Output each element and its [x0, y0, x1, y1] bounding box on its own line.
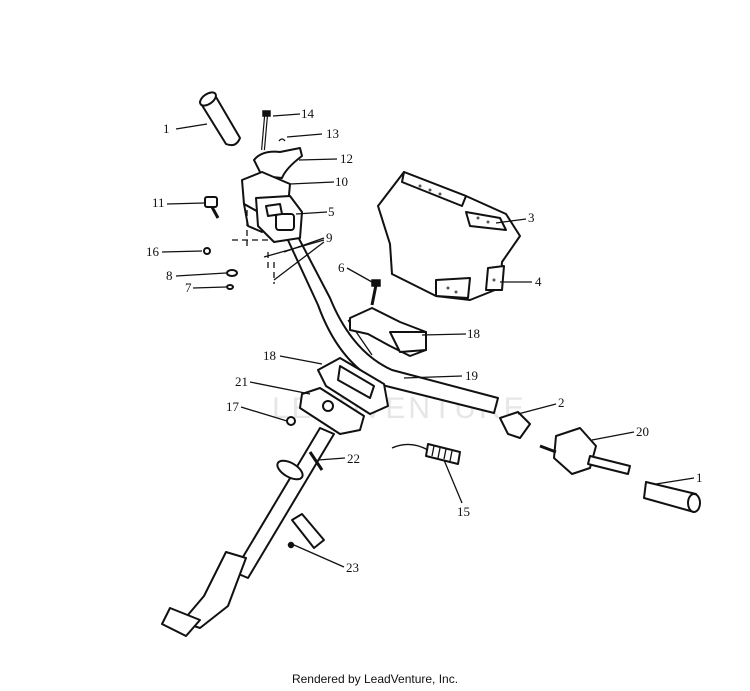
mount-plate — [299, 387, 365, 435]
callout-23: 23 — [346, 560, 359, 575]
clamp-lower — [317, 357, 389, 415]
leader-lines — [161, 113, 695, 568]
right-grip — [643, 481, 701, 513]
left-grip — [199, 91, 241, 147]
callout-12: 12 — [340, 151, 353, 166]
callout-7: 7 — [185, 280, 192, 295]
callout-2: 2 — [558, 395, 565, 410]
sleeve-23 — [287, 513, 325, 549]
callout-11: 11 — [152, 195, 165, 210]
callout-9: 9 — [326, 230, 333, 245]
callout-1-right: 1 — [696, 470, 703, 485]
clamp-upper — [349, 307, 427, 357]
clip-7 — [226, 284, 234, 290]
footer-credit: Rendered by LeadVenture, Inc. — [291, 672, 459, 686]
callout-8: 8 — [166, 268, 173, 283]
callout-21: 21 — [235, 374, 248, 389]
steering-column — [161, 427, 335, 637]
engine-cover — [377, 171, 521, 301]
spring-15 — [391, 443, 461, 465]
assembly-line — [232, 210, 275, 284]
callout-19: 19 — [465, 368, 478, 383]
pin-22 — [308, 451, 324, 471]
callout-5: 5 — [328, 204, 335, 219]
callout-6: 6 — [338, 260, 345, 275]
callout-14: 14 — [301, 106, 315, 121]
pin-14 — [261, 110, 271, 151]
control-housing — [241, 171, 303, 243]
callout-1-left: 1 — [163, 121, 170, 136]
callout-labels: 1 14 13 12 10 11 5 3 9 16 6 4 8 7 18 18 … — [146, 106, 703, 575]
callout-18-right: 18 — [467, 326, 480, 341]
callout-4: 4 — [535, 274, 542, 289]
clip-13 — [278, 138, 286, 142]
bolt-6 — [370, 279, 381, 306]
callout-15: 15 — [457, 504, 470, 519]
fastener-11 — [204, 196, 220, 219]
callout-17: 17 — [226, 399, 240, 414]
callout-18-left: 18 — [263, 348, 276, 363]
callout-20: 20 — [636, 424, 649, 439]
callout-13: 13 — [326, 126, 339, 141]
lever-12 — [253, 147, 303, 179]
callout-16: 16 — [146, 244, 160, 259]
ring-16 — [203, 247, 211, 255]
throttle-20 — [539, 427, 631, 475]
washer-8 — [226, 269, 238, 277]
bracket-2 — [499, 411, 531, 439]
callout-3: 3 — [528, 210, 535, 225]
callout-22: 22 — [347, 451, 360, 466]
nut-17 — [286, 416, 296, 426]
callout-10: 10 — [335, 174, 348, 189]
